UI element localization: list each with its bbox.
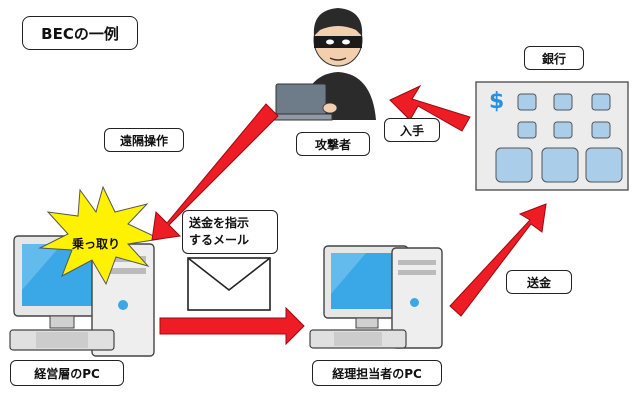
attacker-label: 攻撃者 — [296, 132, 370, 156]
arrow-exec-pc-to-accounting-pc — [159, 306, 305, 346]
dollar-sign-icon: $ — [489, 89, 504, 114]
remote-control-label: 遠隔操作 — [104, 128, 184, 152]
accounting-pc-label: 経理担当者のPC — [312, 360, 442, 386]
instruction-email-label: 送金を指示 するメール — [182, 210, 278, 254]
hijack-burst-label: 乗っ取り — [72, 237, 121, 251]
email-envelope-icon — [187, 257, 271, 311]
accounting-pc-computer — [309, 245, 443, 349]
bank-building: $ — [475, 81, 629, 191]
exec-pc-label: 経営層のPC — [10, 360, 124, 386]
acquire-label: 入手 — [384, 118, 440, 142]
arrow-accounting-pc-to-bank — [449, 203, 547, 317]
hijack-burst — [38, 185, 162, 286]
transfer-label: 送金 — [506, 270, 572, 294]
bank-label: 銀行 — [524, 46, 584, 70]
diagram-title: BECの一例 — [22, 16, 138, 50]
arrow-attacker-to-exec-pc — [151, 103, 279, 241]
attacker-figure — [267, 8, 376, 121]
